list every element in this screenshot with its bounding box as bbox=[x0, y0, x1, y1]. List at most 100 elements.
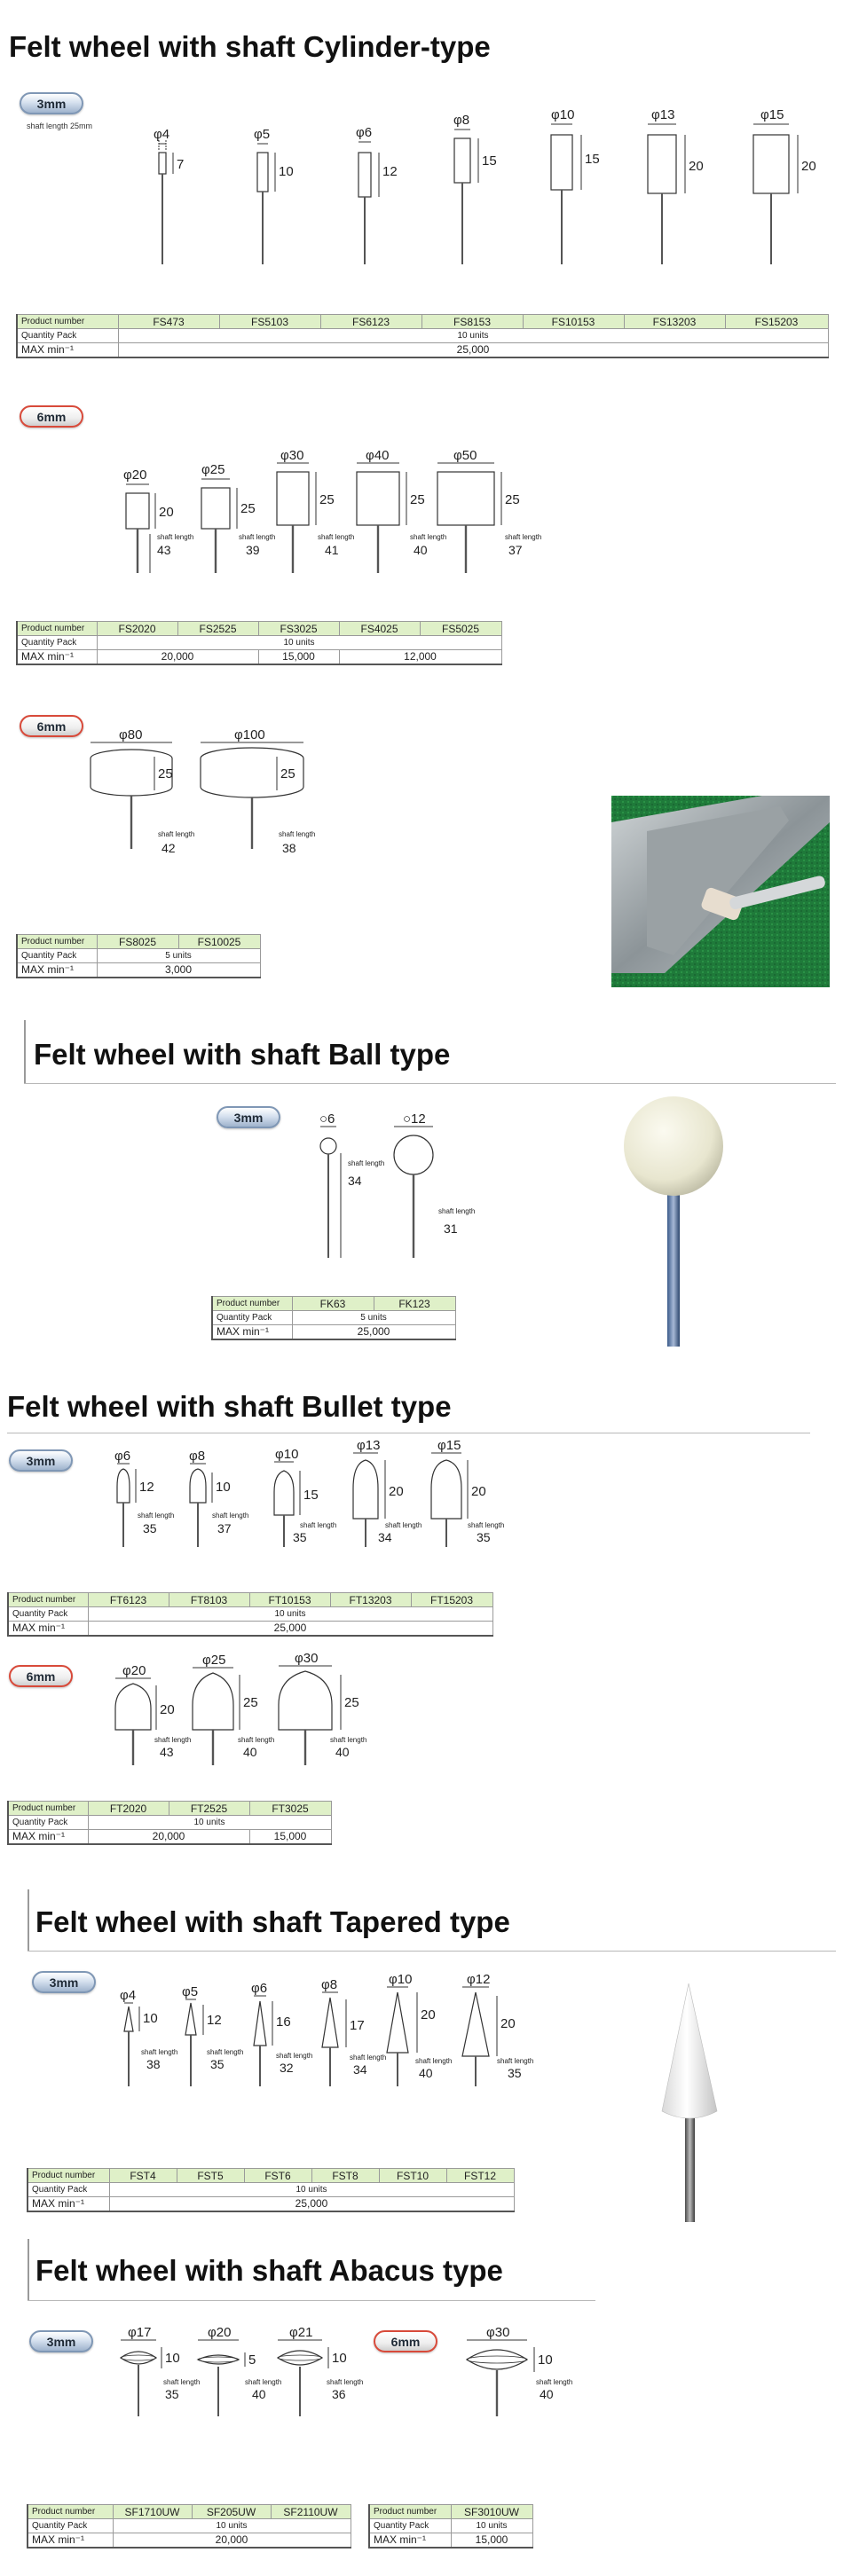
product-code: FT15203 bbox=[410, 1592, 493, 1607]
dia-label: φ15 bbox=[760, 107, 784, 122]
shaft-length-label: shaft length bbox=[300, 1521, 336, 1529]
height-label: 25 bbox=[319, 492, 335, 507]
dia-label: φ25 bbox=[202, 1653, 225, 1668]
product-code: FS8153 bbox=[421, 314, 524, 329]
shaft-length-label: shaft length bbox=[497, 2057, 533, 2065]
row-label: Quantity Pack bbox=[16, 635, 98, 650]
shaft-length-label: shaft length bbox=[276, 2052, 312, 2060]
row-label: Quantity Pack bbox=[7, 1815, 89, 1830]
row-label: Quantity Pack bbox=[7, 1606, 89, 1622]
spec-table-cylinder-6mm-b: Product number FS8025 FS10025 Quantity P… bbox=[16, 934, 261, 978]
product-code: SF3010UW bbox=[450, 2504, 533, 2519]
shaft-length-label: shaft length bbox=[158, 830, 194, 838]
max-rpm-row: MAX min⁻¹ 25,000 bbox=[27, 2196, 515, 2212]
height-label: 25 bbox=[158, 766, 173, 781]
shaft-badge-6mm: 6mm bbox=[9, 1665, 73, 1687]
product-code: FST4 bbox=[108, 2168, 177, 2183]
shaft-length-value: 31 bbox=[444, 1221, 458, 1236]
dia-label: φ80 bbox=[119, 727, 142, 742]
product-number-row: Product number SF1710UW SF205UW SF2110UW bbox=[27, 2504, 351, 2519]
product-number-row: Product number FS473 FS5103 FS6123 FS815… bbox=[16, 314, 829, 329]
tapered-diagram: φ4 10 shaft length 38 φ5 12 shaft length… bbox=[120, 1972, 533, 2086]
shaft-length-value: 37 bbox=[217, 1521, 232, 1535]
dia-label: φ8 bbox=[453, 113, 469, 128]
cylinder-tool: φ25 25 shaft length 39 bbox=[201, 462, 275, 573]
shaft-length-label: shaft length bbox=[350, 2054, 386, 2062]
quantity-row: Quantity Pack 5 units bbox=[211, 1310, 456, 1325]
shaft-length-value: 32 bbox=[280, 2061, 294, 2075]
product-code: FK63 bbox=[291, 1296, 374, 1311]
product-number-row: Product number FS8025 FS10025 bbox=[16, 934, 261, 949]
shaft-length-value: 35 bbox=[165, 2387, 179, 2401]
ball-tool: ○6 shaft length 34 bbox=[319, 1111, 384, 1258]
product-code: FS473 bbox=[117, 314, 220, 329]
bullet-tool: φ15 20 shaft length 35 bbox=[430, 1438, 504, 1547]
shaft-length-value: 43 bbox=[160, 1745, 174, 1759]
product-code: FST6 bbox=[243, 2168, 312, 2183]
product-code: FST8 bbox=[311, 2168, 380, 2183]
shaft-length-value: 40 bbox=[419, 2066, 433, 2080]
height-label: 10 bbox=[165, 2351, 180, 2366]
quantity-value: 10 units bbox=[96, 635, 502, 650]
shaft-length-value: 37 bbox=[508, 543, 523, 557]
shaft-badge-3mm: 3mm bbox=[29, 2330, 93, 2352]
product-number-row: Product number FST4 FST5 FST6 FST8 FST10… bbox=[27, 2168, 515, 2183]
shaft-length-value: 42 bbox=[162, 841, 176, 855]
height-label: 20 bbox=[421, 2007, 436, 2022]
row-label: MAX min⁻¹ bbox=[27, 2533, 114, 2549]
bullet-tool: φ25 25 shaft length 40 bbox=[192, 1653, 274, 1765]
height-label: 10 bbox=[538, 2352, 553, 2368]
height-label: 25 bbox=[505, 492, 520, 507]
row-label: Product number bbox=[7, 1592, 89, 1607]
quantity-value: 10 units bbox=[87, 1606, 493, 1622]
shaft-length-label: shaft length bbox=[318, 533, 354, 541]
dia-label: φ25 bbox=[201, 462, 225, 477]
max-rpm-row: MAX min⁻¹ 20,000 15,000 bbox=[7, 1829, 332, 1845]
dia-label: φ6 bbox=[251, 1981, 267, 1996]
height-label: 20 bbox=[500, 2016, 516, 2031]
product-code: FS15203 bbox=[724, 314, 829, 329]
title-divider bbox=[28, 1951, 836, 1952]
quantity-value: 10 units bbox=[117, 328, 829, 343]
quantity-row: Quantity Pack 10 units bbox=[368, 2518, 533, 2533]
abacus-tool: φ17 10 shaft length 35 bbox=[119, 2325, 200, 2416]
height-label: 20 bbox=[801, 159, 816, 174]
height-label: 15 bbox=[303, 1488, 319, 1503]
max-rpm-value: 15,000 bbox=[248, 1829, 332, 1845]
dia-label: φ20 bbox=[208, 2325, 231, 2340]
row-label: Quantity Pack bbox=[16, 948, 98, 963]
shaft-length-label: shaft length bbox=[415, 2057, 452, 2065]
shaft-length-label: shaft length bbox=[410, 533, 446, 541]
product-code: FT8103 bbox=[168, 1592, 250, 1607]
spec-table-tapered: Product number FST4 FST5 FST6 FST8 FST10… bbox=[27, 2168, 515, 2212]
max-rpm-value: 12,000 bbox=[338, 649, 502, 665]
cylinder-tool: φ10 15 bbox=[550, 107, 600, 264]
product-number-row: Product number FT6123 FT8103 FT10153 FT1… bbox=[7, 1592, 493, 1607]
row-label: MAX min⁻¹ bbox=[27, 2196, 110, 2212]
quantity-row: Quantity Pack 10 units bbox=[27, 2518, 351, 2533]
section-title-ball: Felt wheel with shaft Ball type bbox=[34, 1038, 451, 1071]
section-title-bullet: Felt wheel with shaft Bullet type bbox=[7, 1390, 452, 1423]
cylinder-tool: φ15 20 bbox=[752, 107, 816, 264]
cylinder-usage-photo bbox=[611, 796, 830, 987]
product-code: FS8025 bbox=[96, 934, 179, 949]
row-label: Product number bbox=[211, 1296, 293, 1311]
height-label: 25 bbox=[240, 501, 256, 516]
row-label: MAX min⁻¹ bbox=[16, 649, 98, 665]
bullet-tool: φ6 12 shaft length 35 bbox=[114, 1449, 174, 1547]
title-accent-bar bbox=[24, 1020, 26, 1084]
shaft-length-label: shaft length bbox=[207, 2048, 243, 2056]
height-label: 25 bbox=[280, 766, 295, 781]
height-label: 5 bbox=[248, 2352, 256, 2368]
abacus-diagram: φ17 10 shaft length 35 φ20 5 shaft lengt… bbox=[119, 2325, 572, 2416]
shaft-length-label: shaft length bbox=[154, 1736, 191, 1744]
height-label: 10 bbox=[216, 1480, 231, 1495]
shaft-length-value: 40 bbox=[335, 1745, 350, 1759]
shaft-length-note: shaft length 25mm bbox=[27, 122, 93, 130]
cylinder-tool: φ50 25 shaft length 37 bbox=[437, 448, 541, 573]
product-code: SF1710UW bbox=[112, 2504, 193, 2519]
max-rpm-value: 20,000 bbox=[112, 2533, 351, 2549]
shaft-length-value: 35 bbox=[293, 1530, 307, 1544]
product-code: FST12 bbox=[445, 2168, 515, 2183]
shaft-length-value: 35 bbox=[477, 1530, 491, 1544]
